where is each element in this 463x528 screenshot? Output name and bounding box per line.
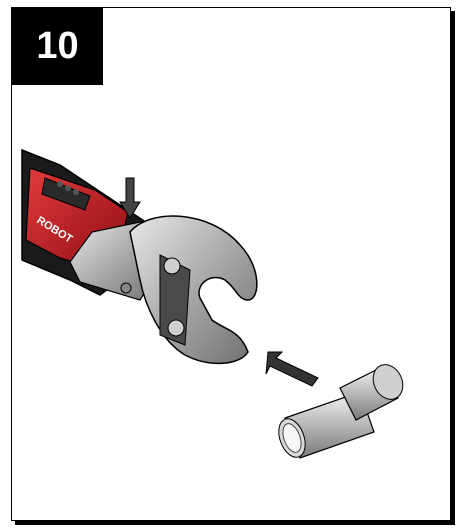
- press-tool-icon: ROBOT: [22, 150, 257, 363]
- insert-arrow-icon: [266, 352, 318, 386]
